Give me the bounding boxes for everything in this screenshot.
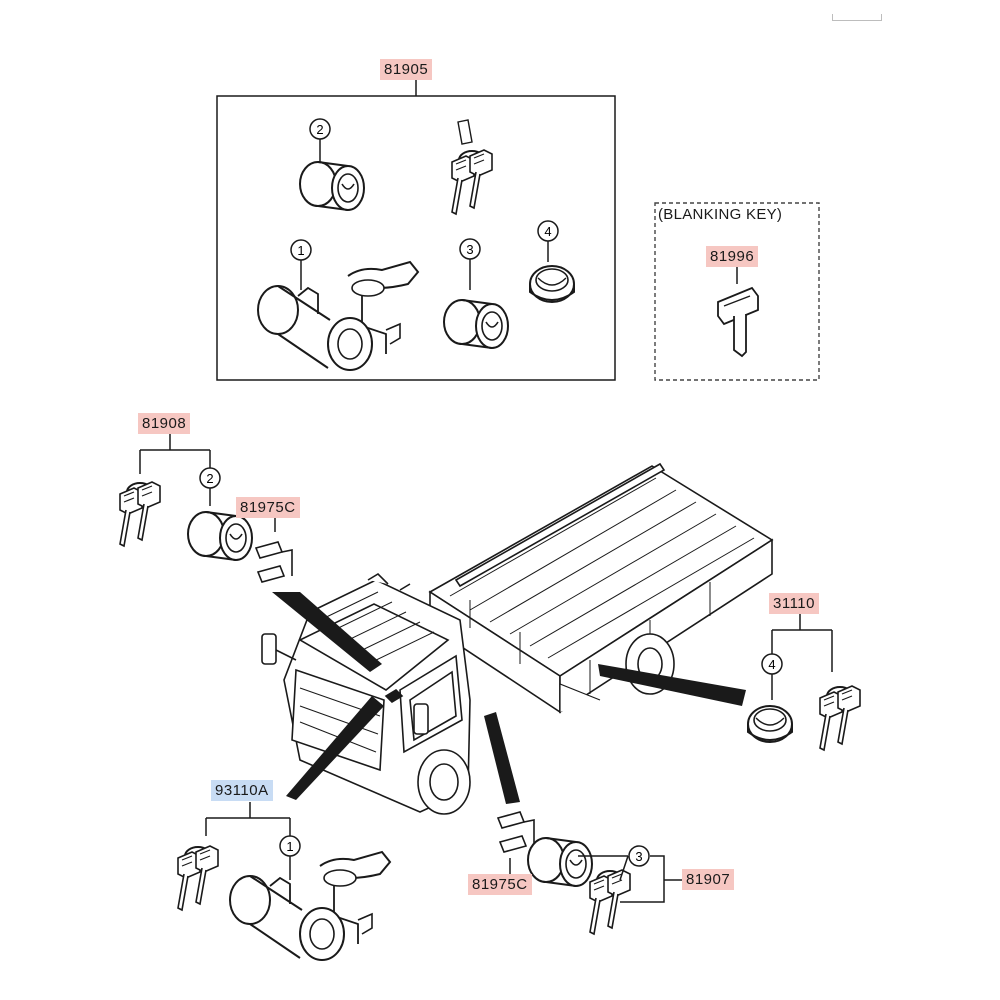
corner-mark bbox=[832, 14, 882, 21]
svg-text:1: 1 bbox=[297, 243, 304, 258]
fuel-set-leader bbox=[771, 612, 833, 672]
fuel-cap-icon bbox=[747, 705, 793, 743]
bottom-callout-3: 3 bbox=[628, 845, 650, 867]
door-lock-cylinder-icon bbox=[187, 511, 253, 561]
door-lock-cylinder-icon bbox=[299, 161, 365, 211]
pointer-arrows bbox=[272, 592, 746, 804]
svg-text:4: 4 bbox=[768, 657, 775, 672]
left-door-lock-group: 2 bbox=[120, 432, 293, 583]
keyset-icon bbox=[120, 482, 160, 546]
keyset-icon bbox=[820, 686, 860, 750]
part-label-31110[interactable]: 31110 bbox=[769, 593, 819, 614]
fuel-cap-icon bbox=[529, 265, 575, 303]
ignition-set-leader bbox=[205, 802, 291, 836]
right-callout-4: 4 bbox=[761, 653, 783, 700]
left-callout-2: 2 bbox=[199, 467, 221, 506]
door-lock-cylinder-icon bbox=[443, 299, 509, 349]
lock-clip-icon bbox=[255, 541, 293, 583]
top-callout-3: 3 bbox=[459, 238, 481, 290]
door-lock-cylinder-icon bbox=[527, 837, 593, 887]
part-label-81908[interactable]: 81908 bbox=[138, 413, 191, 434]
svg-text:2: 2 bbox=[316, 122, 323, 137]
svg-text:2: 2 bbox=[206, 471, 213, 486]
part-label-81975c-upper[interactable]: 81975C bbox=[236, 497, 300, 518]
right-set-leader bbox=[578, 855, 682, 903]
left-set-leader bbox=[139, 432, 211, 474]
bottom-callout-1: 1 bbox=[279, 835, 301, 880]
svg-text:4: 4 bbox=[544, 224, 551, 239]
top-callout-2: 2 bbox=[309, 118, 331, 162]
blanking-key-group bbox=[654, 202, 820, 381]
part-label-81907[interactable]: 81907 bbox=[682, 869, 735, 890]
svg-text:1: 1 bbox=[286, 839, 293, 854]
part-label-81996[interactable]: 81996 bbox=[706, 246, 759, 267]
top-assembly-box bbox=[216, 95, 616, 381]
keyset-icon bbox=[178, 846, 218, 910]
svg-text:3: 3 bbox=[466, 242, 473, 257]
fuel-cap-group: 4 bbox=[747, 612, 860, 750]
part-label-93110a[interactable]: 93110A bbox=[211, 780, 273, 801]
pointer-arrow-fuel bbox=[598, 664, 746, 706]
pointer-arrow-left-door bbox=[286, 696, 384, 800]
right-door-lock-group: 3 bbox=[497, 811, 682, 934]
top-callout-1: 1 bbox=[290, 239, 312, 290]
pointer-arrow-ignition bbox=[272, 592, 382, 672]
ignition-switch-icon bbox=[257, 261, 419, 371]
part-label-81975c-lower[interactable]: 81975C bbox=[468, 874, 532, 895]
ignition-set-group: 1 bbox=[178, 802, 391, 961]
lock-clip-icon bbox=[497, 811, 535, 853]
pointer-arrow-right-door bbox=[484, 712, 520, 804]
blanking-key-box bbox=[654, 202, 820, 381]
blanking-key-title: (BLANKING KEY) bbox=[658, 206, 783, 223]
top-assembly-group: 2 1 3 4 bbox=[216, 80, 616, 381]
svg-text:3: 3 bbox=[635, 849, 642, 864]
ignition-switch-icon bbox=[229, 851, 391, 961]
part-label-81905[interactable]: 81905 bbox=[380, 59, 433, 80]
keyset-icon bbox=[452, 119, 492, 214]
top-callout-4: 4 bbox=[537, 220, 559, 262]
blanking-key-icon bbox=[717, 286, 759, 358]
